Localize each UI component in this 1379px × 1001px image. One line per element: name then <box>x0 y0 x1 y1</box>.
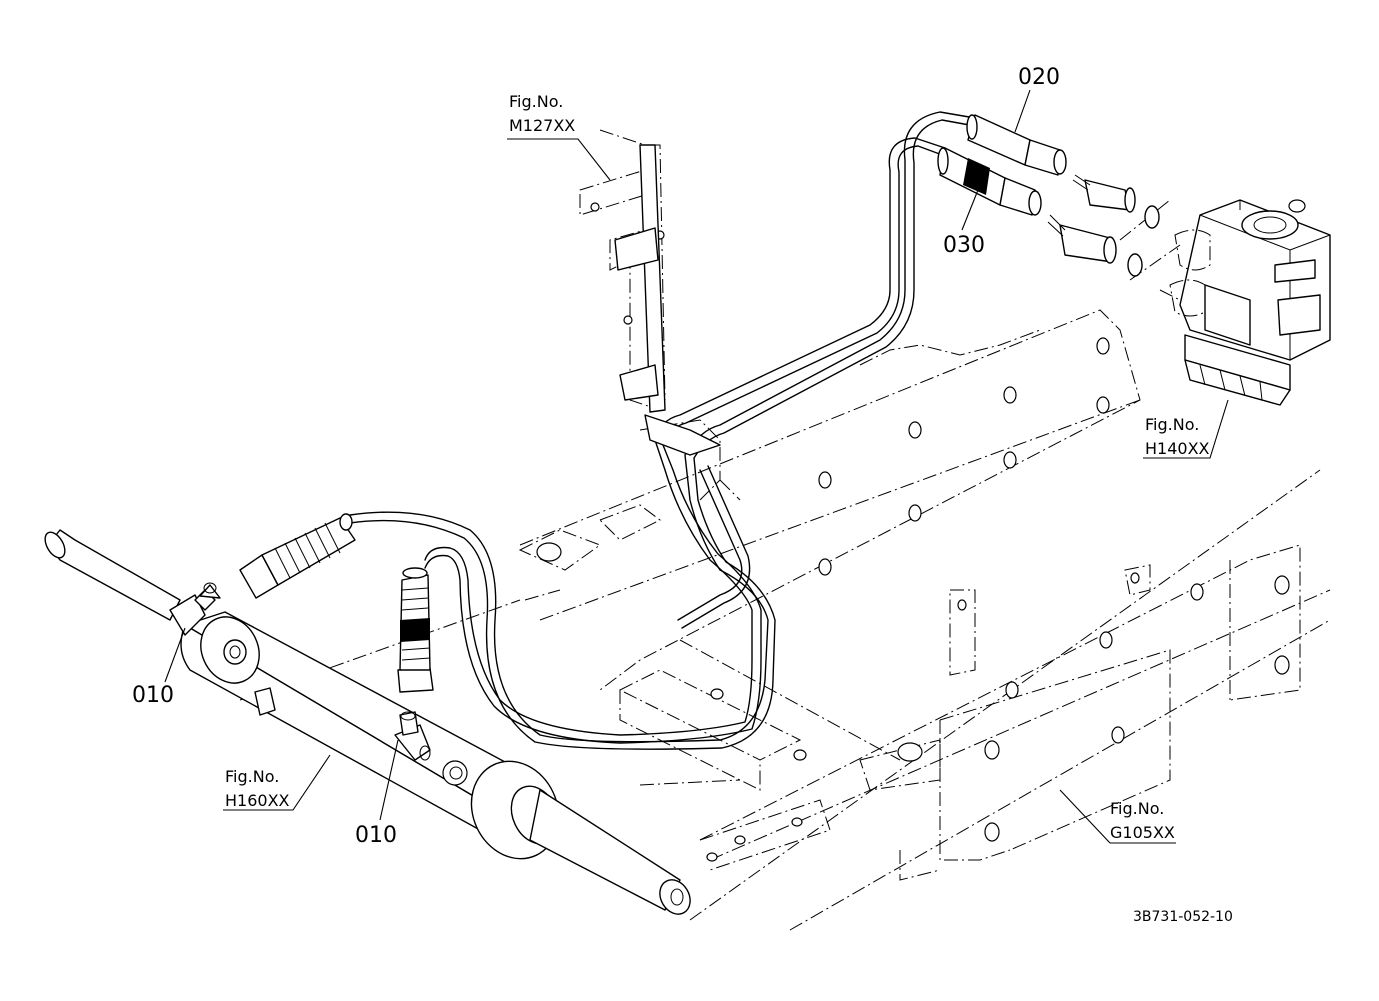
fig-ref-m127-code: M127XX <box>509 116 575 135</box>
hose-fitting-020 <box>966 114 1067 176</box>
part-label-010-left: 010 <box>132 683 174 708</box>
hose-end-fitting-mid <box>397 567 434 693</box>
fig-ref-h160-prefix: Fig.No. <box>225 767 279 786</box>
elbow-fitting-010-mid <box>394 711 431 761</box>
fig-ref-h140-prefix: Fig.No. <box>1145 415 1199 434</box>
part-label-010-mid: 010 <box>355 823 397 848</box>
hydraulic-hoses <box>349 111 976 750</box>
power-steering-unit <box>1169 199 1331 406</box>
fig-ref-h140-code: H140XX <box>1145 439 1210 458</box>
fig-ref-g105-prefix: Fig.No. <box>1110 799 1164 818</box>
elbow-fitting-010-left <box>169 582 221 636</box>
hose-fitting-030 <box>937 147 1042 216</box>
steering-cylinder <box>44 529 691 915</box>
hose-end-fitting-left <box>239 513 356 599</box>
fig-ref-m127-prefix: Fig.No. <box>509 92 563 111</box>
frame-holes <box>536 199 1306 862</box>
adapters-and-o-rings <box>1047 174 1160 277</box>
drawing-code: 3B731-052-10 <box>1133 909 1233 925</box>
part-label-020: 020 <box>1018 65 1060 90</box>
part-label-030: 030 <box>943 233 985 258</box>
fig-ref-g105-code: G105XX <box>1110 823 1175 842</box>
fig-ref-h160-code: H160XX <box>225 791 290 810</box>
leader-lines <box>164 89 1229 844</box>
support-bracket <box>614 144 721 456</box>
